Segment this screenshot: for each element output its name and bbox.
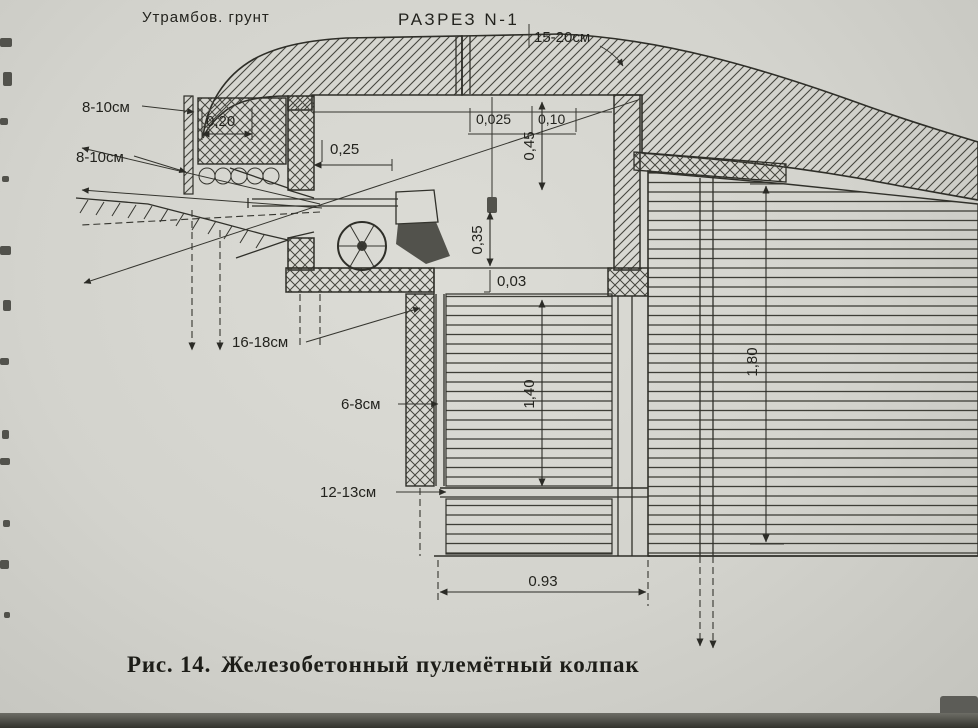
dim-shaft-width: 0.93 bbox=[437, 560, 649, 606]
dim-floor-step-label: 0,03 bbox=[497, 273, 526, 290]
dim-shaft-depth: 1,40 bbox=[521, 299, 546, 487]
dimensions: 0,20 0,25 0,025 0,10 0,45 0,35 bbox=[76, 24, 784, 606]
dim-floor-boards-label: 12-13см bbox=[320, 484, 376, 501]
dim-plank-label: 6-8см bbox=[341, 396, 381, 413]
dim-lining-thin-label: 0,025 bbox=[476, 111, 511, 127]
dim-sill-height: 0,35 bbox=[469, 211, 494, 267]
dim-wall-logs-upper-label: 8-10см bbox=[82, 99, 130, 116]
leader-wall-logs-upper: 8-10см bbox=[82, 99, 195, 116]
dim-wall-height: 1,80 bbox=[744, 183, 784, 545]
soil-label: Утрамбов. грунт bbox=[142, 9, 270, 26]
dim-lining: 0,025 0,10 bbox=[468, 106, 577, 135]
leader-plank: 6-8см bbox=[341, 396, 439, 413]
chamber-right-wall-footing bbox=[607, 267, 649, 297]
chamber-left-wall-lower bbox=[287, 237, 315, 271]
ground-hatch-ticks bbox=[79, 199, 265, 249]
chamber bbox=[285, 94, 649, 297]
hanging-lamp bbox=[487, 97, 497, 213]
dim-pit-logs-label: 16-18см bbox=[232, 334, 288, 351]
dim-floor-step: 0,03 bbox=[484, 270, 526, 293]
dim-ceiling-offset: 0,25 bbox=[313, 140, 393, 171]
scan-artifacts bbox=[0, 38, 978, 716]
bottom-scan-edge bbox=[0, 713, 978, 728]
dim-shaft-depth-label: 1,40 bbox=[521, 379, 538, 408]
chamber-left-wall-upper bbox=[287, 95, 315, 191]
dim-wall-height-label: 1,80 bbox=[744, 347, 761, 376]
dim-embrasure-height-label: 0,45 bbox=[521, 131, 538, 160]
ground-slope bbox=[75, 197, 321, 351]
chamber-right-wall bbox=[613, 94, 641, 271]
concrete-cap bbox=[202, 33, 978, 201]
log-wall-right bbox=[647, 171, 978, 649]
figure-number: Рис. 14. bbox=[127, 652, 212, 677]
dim-ceiling-offset-label: 0,25 bbox=[330, 141, 359, 158]
leader-pit-logs: 16-18см bbox=[232, 306, 421, 351]
dim-embrasure-height: 0,45 bbox=[521, 101, 546, 191]
dim-sill-height-label: 0,35 bbox=[469, 225, 486, 254]
entrance-shaft bbox=[405, 170, 650, 557]
gun-mount bbox=[396, 222, 450, 264]
embrasure bbox=[229, 167, 315, 259]
dim-overhang-label: 0,20 bbox=[206, 113, 235, 130]
gun-platform bbox=[285, 267, 435, 293]
cap-joint bbox=[455, 36, 471, 94]
fire-fan-lines bbox=[81, 99, 639, 284]
dim-wall-logs-lower-label: 8-10см bbox=[76, 149, 124, 166]
figure-caption: Рис. 14. Железобетонный пулемётный колпак bbox=[127, 652, 847, 678]
leader-wall-logs-lower: 8-10см bbox=[76, 149, 187, 174]
figure-title: Железобетонный пулемётный колпак bbox=[221, 652, 640, 677]
shaft-right-wall bbox=[617, 170, 649, 556]
anchor-posts bbox=[696, 178, 717, 649]
leader-cap-thickness: 15-20см bbox=[528, 24, 624, 67]
shaft-back-logs bbox=[445, 293, 613, 487]
leader-floor-boards: 12-13см bbox=[320, 484, 447, 501]
section-title: РАЗРЕЗ N-1 bbox=[398, 10, 519, 29]
log-ends bbox=[198, 167, 280, 185]
left-retaining-wall bbox=[183, 95, 287, 195]
machine-gun bbox=[247, 189, 450, 271]
front-plank bbox=[183, 95, 194, 195]
dim-shaft-width-label: 0.93 bbox=[528, 573, 557, 590]
wheel-spokes bbox=[338, 224, 386, 268]
shaft-foundation-logs bbox=[445, 498, 613, 555]
dim-cap-thickness-label: 15-20см bbox=[534, 29, 590, 46]
shaft-left-rubble bbox=[405, 293, 435, 487]
dim-overhang: 0,20 bbox=[201, 108, 253, 140]
